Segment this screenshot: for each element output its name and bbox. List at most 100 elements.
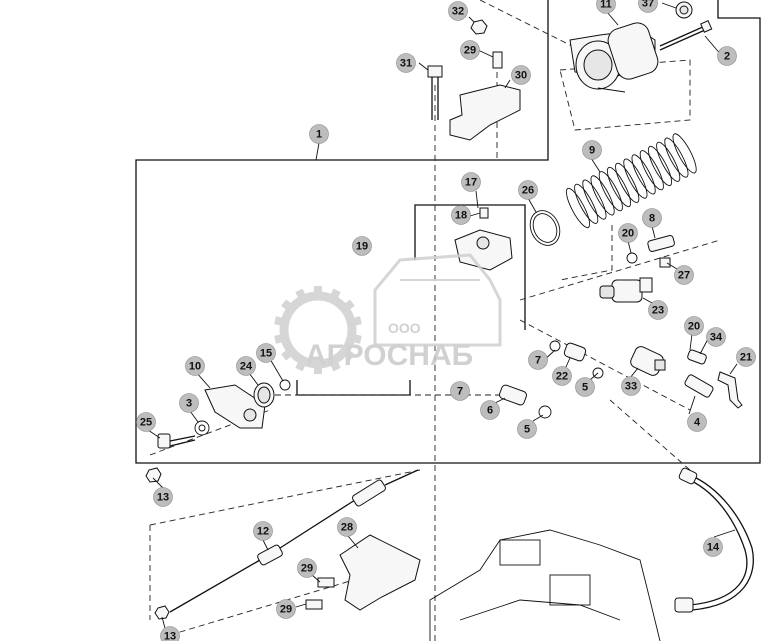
callout-bubble (450, 381, 470, 401)
bracket-30-shape (449, 84, 521, 141)
callout-number: 1 (316, 129, 322, 141)
spring-coil (606, 166, 632, 208)
spring-coil (631, 154, 656, 195)
callout-number: 33 (625, 381, 637, 393)
callout-number: 20 (688, 321, 700, 333)
o-ring-shape (529, 210, 561, 246)
callout-c7a: 7 (528, 350, 548, 370)
spring-coil (639, 150, 664, 191)
callout-bubble (575, 377, 595, 397)
callout-bubble (687, 412, 707, 432)
callout-bubble (309, 124, 329, 144)
callout-number: 27 (678, 270, 690, 282)
tractor-icon (373, 253, 502, 347)
fitting-8 (647, 234, 675, 252)
callout-bubbles: 1234556778910111213131415171819202021222… (136, 0, 756, 641)
callout-bubble (185, 356, 205, 376)
callout-bubble (684, 316, 704, 336)
callout-number: 26 (522, 185, 534, 197)
assembly-guide-lines (149, 0, 721, 641)
spring-coil (565, 187, 591, 229)
callout-bubble (582, 140, 602, 160)
spring-coil (615, 162, 640, 203)
callout-c20b: 20 (684, 316, 704, 336)
callout-c5a: 5 (517, 419, 537, 439)
callout-number: 28 (341, 522, 353, 534)
leader-lines (147, 2, 738, 629)
callout-bubble (253, 521, 273, 541)
callout-number: 19 (356, 241, 368, 253)
callout-bubble (352, 236, 372, 256)
coil-spring (565, 133, 697, 229)
callout-number: 30 (515, 70, 527, 82)
solenoid-23 (599, 277, 653, 303)
spring-coil (574, 183, 599, 224)
callout-c37: 37 (638, 0, 658, 13)
spring-coil (598, 171, 623, 212)
callout-bubble (717, 46, 737, 66)
callout-c29c: 29 (276, 599, 296, 619)
callout-number: 14 (707, 542, 720, 554)
callout-bubble (460, 40, 480, 60)
callout-bubble (596, 0, 616, 14)
callout-bubble (448, 1, 468, 21)
spring-coil (672, 133, 697, 174)
callout-c20a: 20 (618, 223, 638, 243)
callout-c4: 4 (687, 412, 707, 432)
callout-c13b: 13 (160, 626, 180, 641)
callout-bubble (297, 558, 317, 578)
callout-number: 29 (464, 45, 476, 57)
callout-bubble (236, 356, 256, 376)
callout-c12: 12 (253, 521, 273, 541)
callout-c7b: 7 (450, 381, 470, 401)
callout-bubble (703, 537, 723, 557)
spring-coil (664, 137, 689, 178)
callout-c2: 2 (717, 46, 737, 66)
callout-bubble (517, 419, 537, 439)
spring-coil (647, 145, 673, 187)
callout-number: 20 (622, 228, 634, 240)
callout-number: 24 (240, 361, 253, 373)
callout-bubble (396, 53, 416, 73)
callout-c33: 33 (621, 376, 641, 396)
callout-bubble (642, 208, 662, 228)
watermark-brand: АГРОСНАБ (305, 339, 473, 372)
callout-number: 13 (164, 631, 176, 641)
callout-bubble (451, 205, 471, 225)
callout-c6: 6 (480, 400, 500, 420)
cylinder-housing (569, 22, 659, 93)
callout-bubble (518, 180, 538, 200)
callout-bubble (528, 350, 548, 370)
callout-c10: 10 (185, 356, 205, 376)
callout-c30: 30 (511, 65, 531, 85)
callout-number: 8 (649, 213, 655, 225)
callout-bubble (618, 223, 638, 243)
callout-c32: 32 (448, 1, 468, 21)
callout-number: 17 (465, 177, 477, 189)
long-bolt (659, 20, 713, 51)
callout-bubble (160, 626, 180, 641)
callout-c19: 19 (352, 236, 372, 256)
callout-number: 6 (487, 405, 493, 417)
callout-bubble (621, 376, 641, 396)
watermark-company: ООО (388, 320, 421, 336)
callout-c15: 15 (256, 343, 276, 363)
watermark: ООО АГРОСНАБ (274, 253, 502, 374)
callout-bubble (638, 0, 658, 13)
pipe-14 (684, 477, 748, 606)
callout-number: 25 (140, 417, 152, 429)
callout-number: 12 (257, 526, 269, 538)
callout-c9: 9 (582, 140, 602, 160)
callout-c29a: 29 (460, 40, 480, 60)
callout-bubble (256, 343, 276, 363)
callout-bubble (511, 65, 531, 85)
callout-bubble (337, 517, 357, 537)
callout-number: 37 (642, 0, 654, 10)
callout-c8: 8 (642, 208, 662, 228)
control-cable (169, 469, 419, 613)
callout-number: 2 (724, 51, 730, 63)
callout-number: 31 (400, 58, 412, 70)
callout-bubble (153, 487, 173, 507)
spring-coil (656, 141, 681, 182)
callout-bubble (674, 265, 694, 285)
